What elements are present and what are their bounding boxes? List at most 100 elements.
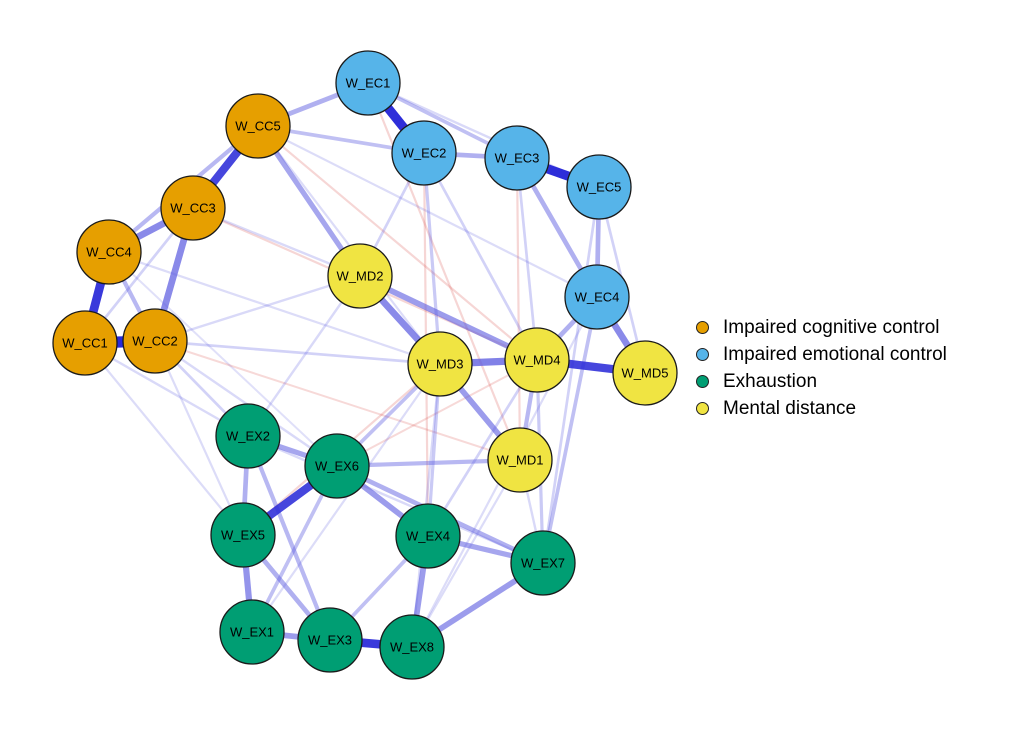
node-circle [122,308,188,374]
node-w-ex2: W_EX2 [215,403,281,469]
legend-item-ex: Exhaustion [696,368,947,395]
node-w-cc1: W_CC1 [52,310,118,376]
edge-wcc2-wex5 [153,339,245,537]
node-w-ex8: W_EX8 [379,614,445,680]
legend-swatch-cc [696,321,709,334]
node-circle [297,607,363,673]
node-label: W_MD3 [417,357,464,372]
node-label: W_MD4 [514,353,561,368]
edge-wec3-wmd1 [515,156,522,462]
node-w-md4: W_MD4 [504,327,570,393]
node-circle [76,219,142,285]
legend-label-md: Mental distance [723,397,857,419]
edge-wex2-wex3 [245,433,333,643]
node-label: W_EX3 [308,633,352,648]
edge-wec2-wmd4 [422,151,539,362]
node-w-ex5: W_EX5 [210,502,276,568]
edge-wcc2-wmd2 [153,274,362,343]
edge-wec5-wex7 [541,185,601,565]
node-circle [510,530,576,596]
node-w-cc2: W_CC2 [122,308,188,374]
node-circle [210,502,276,568]
node-label: W_EX4 [406,529,450,544]
node-w-md2: W_MD2 [327,243,393,309]
edge-wmd3-wec2 [422,151,442,366]
legend-swatch-ex [696,375,709,388]
node-w-ex6: W_EX6 [304,433,370,499]
node-circle [395,503,461,569]
legend-swatch-ec [696,348,709,361]
node-label: W_MD5 [622,366,669,381]
node-w-ex7: W_EX7 [510,530,576,596]
node-label: W_EC4 [575,290,620,305]
node-label: W_EX2 [226,429,270,444]
legend-item-md: Mental distance [696,395,947,422]
legend-swatch-md [696,402,709,415]
node-w-ec3: W_EC3 [484,125,550,191]
node-w-ec2: W_EC2 [391,120,457,186]
node-circle [564,264,630,330]
node-w-md3: W_MD3 [407,331,473,397]
node-circle [304,433,370,499]
legend: Impaired cognitive control Impaired emot… [696,314,947,422]
node-circle [484,125,550,191]
edge-wex8-wmd1 [410,458,522,649]
node-circle [487,427,553,493]
node-label: W_CC1 [62,336,108,351]
edge-wex2-wex7 [246,434,545,565]
edge-wcc2-wmd1 [154,340,521,461]
edge-wcc5-wmd3 [256,124,442,366]
legend-label-ex: Exhaustion [723,370,818,392]
node-label: W_EC3 [495,151,540,166]
node-w-ex4: W_EX4 [395,503,461,569]
node-label: W_EX6 [315,459,359,474]
node-circle [52,310,118,376]
edge-wex5-wcc1 [83,341,245,537]
node-circle [327,243,393,309]
node-label: W_CC3 [170,201,216,216]
edge-wcc2-wmd3 [153,339,442,366]
node-w-ec1: W_EC1 [335,50,401,116]
node-circle [407,331,473,397]
node-circle [504,327,570,393]
node-w-md1: W_MD1 [487,427,553,493]
node-w-cc4: W_CC4 [76,219,142,285]
legend-label-cc: Impaired cognitive control [723,316,940,338]
node-w-ec5: W_EC5 [566,154,632,220]
node-label: W_EX8 [390,640,434,655]
node-w-ec4: W_EC4 [564,264,630,330]
edge-wcc5-wec4 [256,124,599,299]
node-circle [160,175,226,241]
node-label: W_EX5 [221,528,265,543]
node-circle [225,93,291,159]
node-label: W_MD1 [497,453,544,468]
edge-wcc4-wex6 [108,251,338,467]
node-circle [215,403,281,469]
node-label: W_EC2 [402,146,447,161]
node-label: W_CC4 [86,245,132,260]
edge-wec3-wmd4 [515,156,539,362]
node-label: W_MD2 [337,269,384,284]
node-label: W_EX1 [230,625,274,640]
node-circle [335,50,401,116]
node-label: W_EC5 [577,180,622,195]
edge-wcc5-wmd4 [256,124,539,362]
edge-wmd4-wex6 [336,359,538,467]
legend-item-cc: Impaired cognitive control [696,314,947,341]
edge-wex1-wmd3 [250,362,442,634]
node-circle [219,599,285,665]
legend-label-ec: Impaired emotional control [723,343,947,365]
edge-wex4-wmd4 [426,358,539,538]
node-w-cc5: W_CC5 [225,93,291,159]
legend-item-ec: Impaired emotional control [696,341,947,368]
node-circle [379,614,445,680]
node-label: W_CC5 [235,119,281,134]
edge-wex7-wec4 [541,295,599,565]
edge-wcc4-wmd3 [107,250,442,366]
node-circle [566,154,632,220]
node-label: W_EX7 [521,556,565,571]
node-w-ex1: W_EX1 [219,599,285,665]
node-label: W_EC1 [346,76,391,91]
